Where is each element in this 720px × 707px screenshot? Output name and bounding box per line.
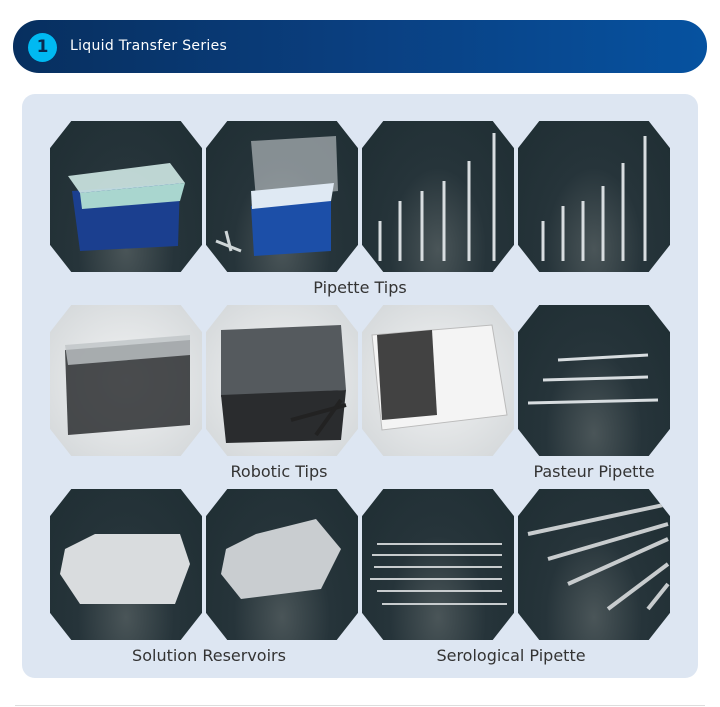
solution-reservoirs-label: Solution Reservoirs bbox=[132, 646, 286, 665]
pipette-tips-sizes-image[interactable] bbox=[362, 121, 514, 272]
robotic-tips-loaded-rack-image[interactable] bbox=[362, 305, 514, 456]
pipette-tips-box-image[interactable] bbox=[50, 121, 202, 272]
serological-pipette-label: Serological Pipette bbox=[436, 646, 586, 665]
pipette-tips-label: Pipette Tips bbox=[313, 278, 407, 297]
serological-pipettes-image[interactable] bbox=[362, 489, 514, 640]
solution-reservoir-angle-image[interactable] bbox=[206, 489, 358, 640]
section-header bbox=[13, 20, 707, 73]
robotic-tips-label: Robotic Tips bbox=[230, 462, 328, 481]
solution-reservoir-image[interactable] bbox=[50, 489, 202, 640]
section-number-badge: 1 bbox=[28, 33, 57, 62]
robotic-tips-box-image[interactable] bbox=[50, 305, 202, 456]
divider bbox=[15, 705, 705, 706]
filter-tips-sizes-image[interactable] bbox=[518, 121, 670, 272]
pasteur-pipette-label: Pasteur Pipette bbox=[533, 462, 655, 481]
pasteur-pipette-image[interactable] bbox=[518, 305, 670, 456]
serological-pipettes-closeup-image[interactable] bbox=[518, 489, 670, 640]
section-title: Liquid Transfer Series bbox=[70, 38, 228, 54]
pipette-tips-open-box-image[interactable] bbox=[206, 121, 358, 272]
robotic-tips-rack-image[interactable] bbox=[206, 305, 358, 456]
